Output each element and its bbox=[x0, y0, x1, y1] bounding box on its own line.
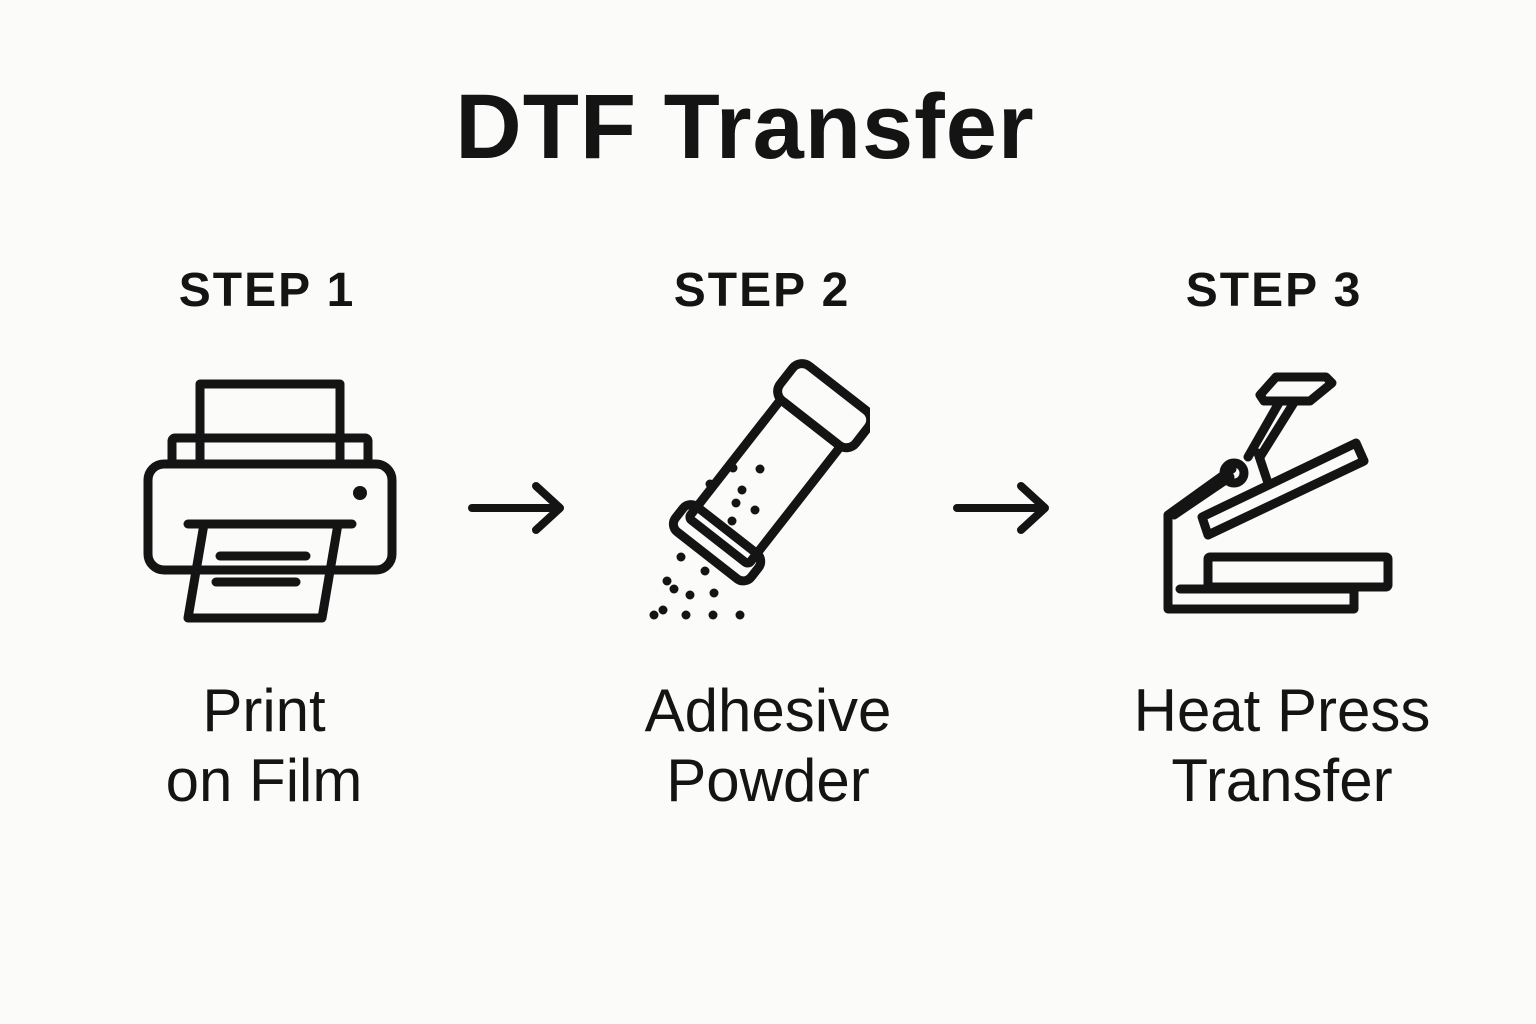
step-3-caption-line2: Transfer bbox=[1171, 747, 1393, 815]
step-3-caption: Heat Press Transfer bbox=[1102, 676, 1462, 816]
arrow-right-icon bbox=[953, 482, 1049, 534]
step-2-caption-line1: Adhesive bbox=[644, 677, 892, 744]
step-1-caption-line2: on Film bbox=[165, 747, 363, 815]
step-2-caption: Adhesive Powder bbox=[588, 676, 948, 816]
step-1-caption-line1: Print bbox=[202, 677, 326, 744]
step-2-caption-line2: Powder bbox=[666, 747, 870, 815]
arrow-right-icon bbox=[468, 482, 564, 534]
step-3-caption-line1: Heat Press bbox=[1133, 677, 1431, 744]
step-3-label: STEP 3 bbox=[1185, 264, 1363, 317]
step-2-label: STEP 2 bbox=[673, 264, 851, 317]
step-1-label: STEP 1 bbox=[178, 264, 356, 317]
page-title: DTF Transfer bbox=[455, 76, 1035, 178]
printer-icon bbox=[143, 379, 397, 623]
powder-shaker-icon bbox=[649, 359, 870, 620]
step-1-caption: Print on Film bbox=[84, 676, 444, 816]
heat-press-icon bbox=[1163, 372, 1393, 614]
